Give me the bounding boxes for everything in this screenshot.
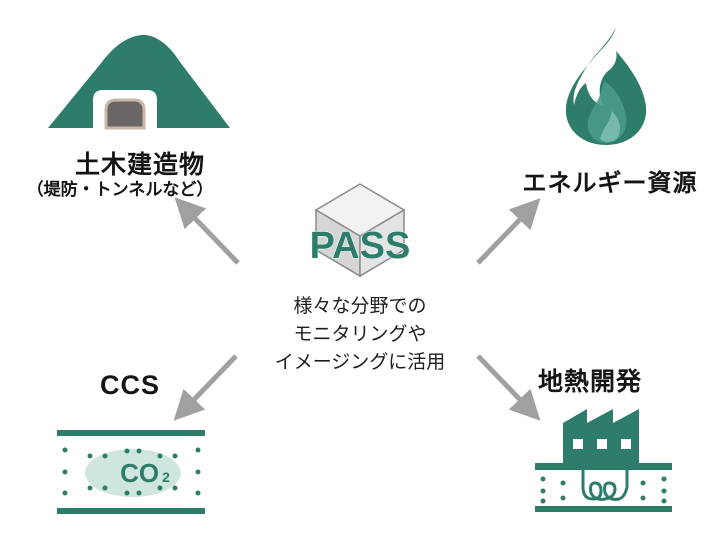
civil-structures-subtitle: （堤防・トンネルなど） [26, 180, 214, 200]
flame-icon [565, 27, 647, 145]
description-line-3: イメージングに活用 [274, 351, 446, 373]
ground-surface [535, 463, 672, 470]
description-line-2: モニタリングや [293, 323, 427, 345]
geothermal-node: 地熱開発 [520, 360, 710, 525]
pass-center: PASS 様々な分野での モニタリングや イメージングに活用 [250, 180, 470, 380]
tunnel-mountain-icon [48, 35, 230, 130]
ground-bottom [535, 506, 672, 512]
cube-icon [314, 183, 406, 278]
co2-subscript: 2 [162, 469, 170, 485]
ground-dots [540, 476, 667, 504]
pass-logo-text: PASS [309, 225, 411, 268]
flame-core [600, 111, 620, 142]
factory-windows [573, 439, 631, 449]
co2-cloud [85, 449, 181, 497]
lower-stratum [57, 508, 205, 514]
factory-geothermal-icon [535, 409, 672, 512]
ccs-title: CCS [99, 370, 160, 400]
pass-description: 様々な分野での モニタリングや イメージングに活用 [250, 292, 470, 376]
pore-dots [62, 447, 201, 496]
cube-right-face [359, 208, 405, 278]
co2-storage-icon [57, 430, 205, 514]
arrow-to-geothermal [476, 354, 541, 421]
energy-resources-title: エネルギー資源 [522, 169, 698, 197]
energy-resources-node: エネルギー資源 [510, 20, 710, 200]
civil-structures-title: 土木建造物 [74, 150, 205, 179]
factory-building [563, 409, 639, 467]
description-line-1: 様々な分野での [293, 295, 427, 317]
tunnel-inner [104, 98, 146, 130]
arrow-to-civil [174, 197, 240, 265]
geothermal-title: 地熱開発 [537, 367, 642, 396]
civil-structures-node: 土木建造物 （堤防・トンネルなど） [27, 30, 240, 200]
upper-stratum [57, 430, 205, 436]
arrow-to-energy [476, 198, 541, 265]
heat-exchange-coil [581, 470, 629, 501]
co2-main-text: CO [120, 458, 160, 488]
arrow-to-ccs [173, 354, 238, 421]
